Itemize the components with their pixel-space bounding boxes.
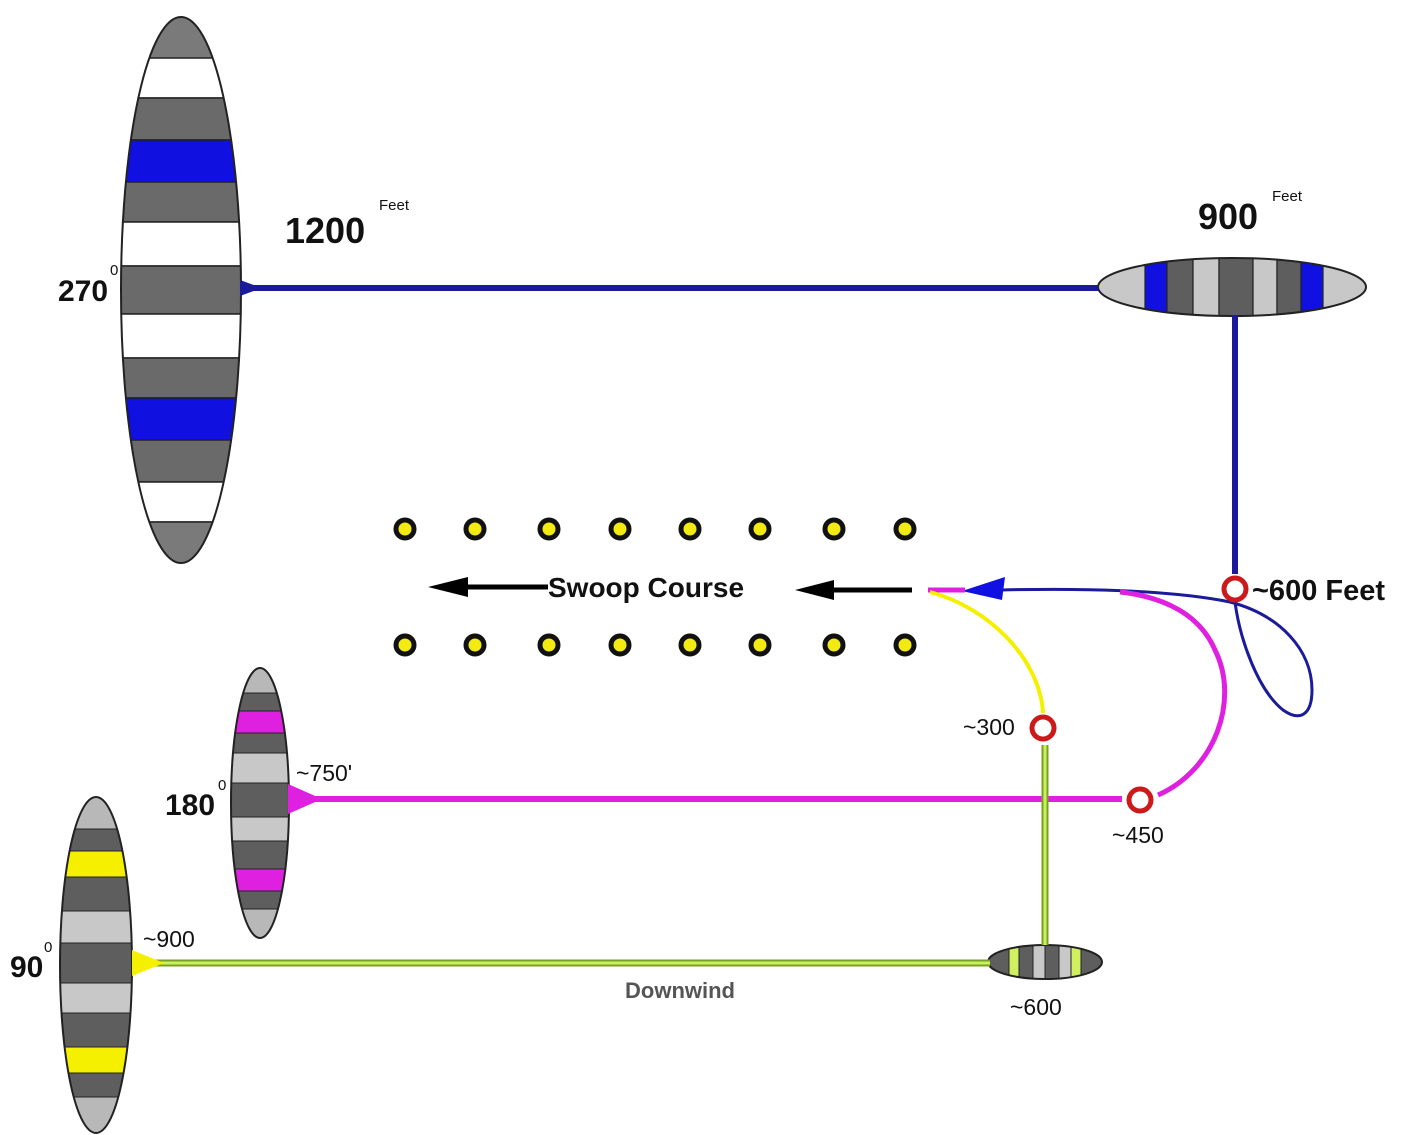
- yellow-flight-path: [929, 590, 1045, 714]
- course-gate-dot: [463, 633, 487, 657]
- course-gate-dot: [608, 633, 632, 657]
- canopy-180-icon: [231, 668, 289, 938]
- course-gate-dot: [393, 517, 417, 541]
- course-gate-dot: [822, 633, 846, 657]
- canopy-270-icon: [121, 17, 241, 563]
- course-gate-dot: [822, 517, 846, 541]
- course-gate-dot: [537, 517, 561, 541]
- altitude-600-label: ~600: [1010, 994, 1062, 1020]
- arrow-left-icon: [428, 577, 548, 597]
- downwind-label: Downwind: [625, 978, 735, 1003]
- arrow-left-icon: [795, 580, 912, 600]
- turn-90-degree: 0: [44, 939, 52, 956]
- altitude-900-unit: Feet: [1272, 188, 1303, 205]
- altitude-750-label: ~750': [296, 760, 352, 786]
- course-gate-dot: [678, 633, 702, 657]
- green-flight-path: [132, 745, 1049, 976]
- course-gate-dot: [393, 633, 417, 657]
- turn-90-label: 90: [10, 951, 43, 984]
- turn-270-degree: 0: [110, 262, 118, 279]
- altitude-marker-600-feet-icon: [1221, 575, 1249, 603]
- magenta-flight-path: [288, 587, 1228, 814]
- altitude-450-label: ~450: [1112, 822, 1164, 848]
- altitude-1200-label: 1200: [285, 210, 365, 251]
- altitude-marker-450-icon: [1126, 786, 1154, 814]
- swoop-course-label: Swoop Course: [548, 572, 744, 603]
- turn-180-label: 180: [165, 789, 215, 822]
- altitude-900-approach-label: ~900: [143, 926, 195, 952]
- altitude-1200-unit: Feet: [379, 197, 410, 214]
- altitude-600-feet-label: ~600 Feet: [1252, 575, 1385, 607]
- altitude-900-label: 900: [1198, 196, 1258, 237]
- course-gate-dot: [748, 633, 772, 657]
- course-gate-dot: [537, 633, 561, 657]
- course-gate-dot: [463, 517, 487, 541]
- turn-270-label: 270: [58, 275, 108, 308]
- course-gate-dot: [893, 517, 917, 541]
- altitude-marker-300-icon: [1029, 714, 1057, 742]
- canopy-600-icon: [988, 945, 1102, 979]
- course-gate-dot: [608, 517, 632, 541]
- canopy-900-icon: [1098, 258, 1366, 316]
- altitude-300-label: ~300: [963, 714, 1015, 740]
- course-gate-top-row: [393, 517, 917, 541]
- turn-180-degree: 0: [218, 777, 226, 794]
- course-gate-bottom-row: [393, 633, 917, 657]
- course-gate-dot: [748, 517, 772, 541]
- course-gate-dot: [678, 517, 702, 541]
- course-gate-dot: [893, 633, 917, 657]
- swoop-course: Swoop Course: [393, 517, 917, 657]
